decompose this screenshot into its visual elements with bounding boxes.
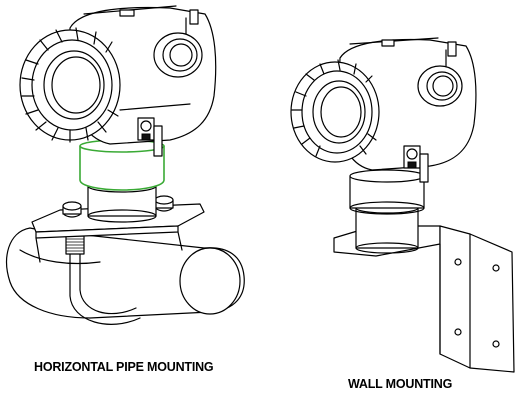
horizontal-pipe-mounting-illustration <box>6 5 245 325</box>
wall-transmitter-housing <box>290 37 477 183</box>
transmitter-neck <box>79 139 165 223</box>
wall-mounting-illustration <box>290 37 515 373</box>
mounting-hole <box>454 258 462 266</box>
bracket-nuts <box>62 195 174 218</box>
mounting-hole <box>492 264 500 272</box>
wall-transmitter-neck <box>349 169 425 254</box>
mounting-hole <box>492 340 500 348</box>
horizontal-pipe <box>6 227 245 319</box>
transmitter-housing <box>19 5 217 157</box>
mounting-hole <box>454 328 462 336</box>
horizontal-pipe-mounting-caption: HORIZONTAL PIPE MOUNTING <box>34 360 214 374</box>
wall-mounting-caption: WALL MOUNTING <box>348 377 453 391</box>
highlighted-collar <box>79 146 165 191</box>
